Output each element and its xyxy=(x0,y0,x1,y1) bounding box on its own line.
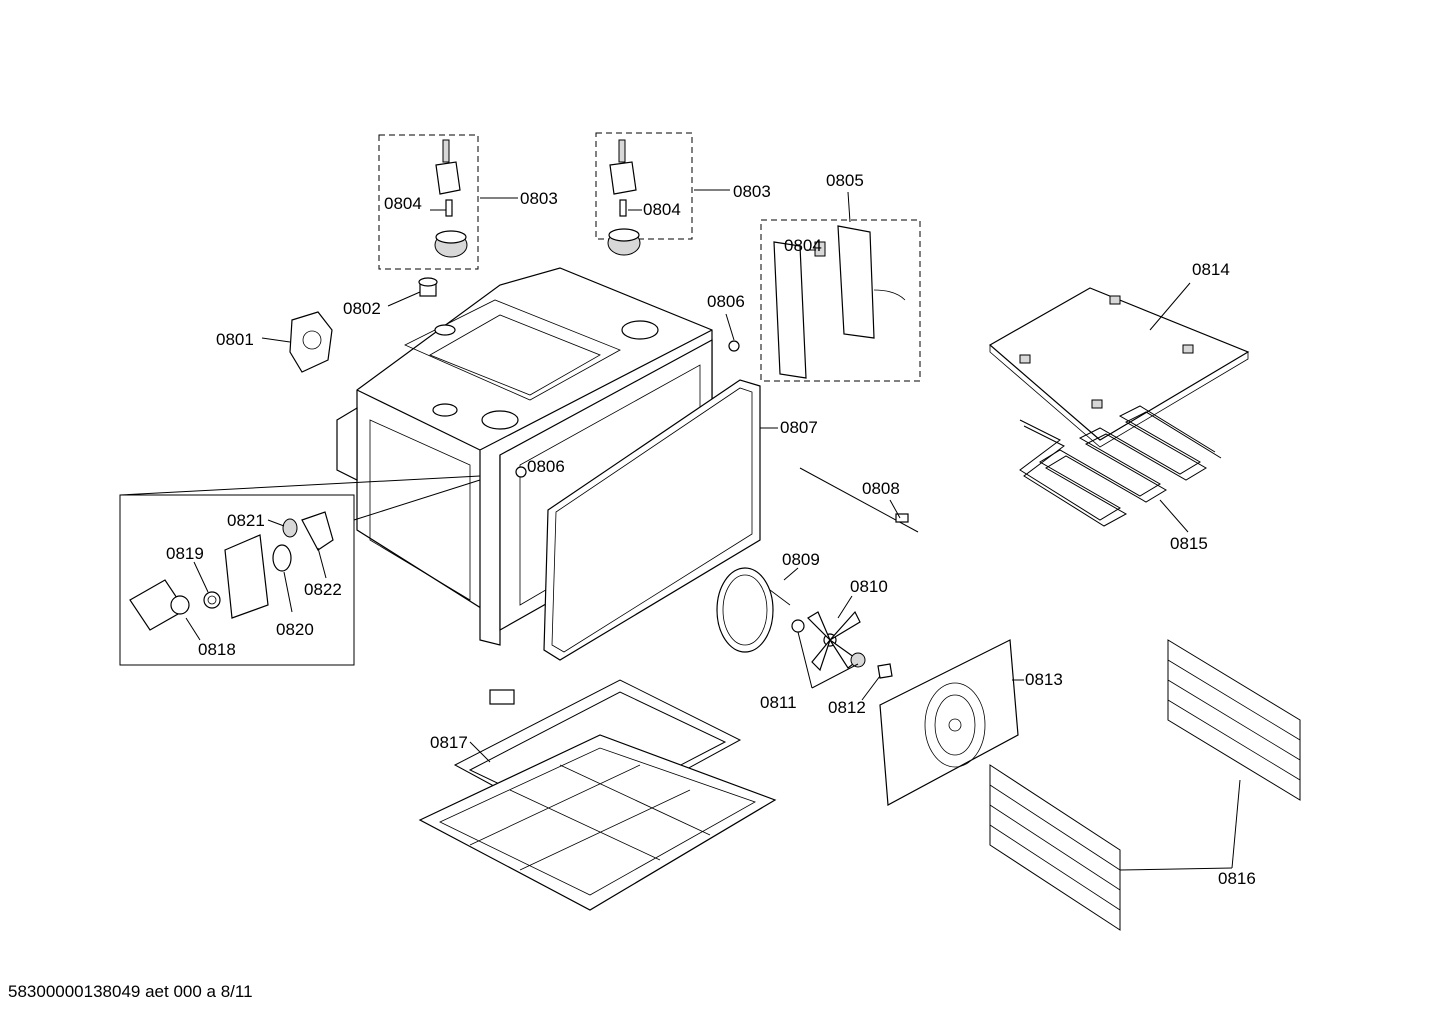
part-0810-shape xyxy=(791,610,893,679)
label-0821: 0821 xyxy=(227,511,265,530)
label-0809: 0809 xyxy=(782,550,820,569)
lamp-assembly-left xyxy=(378,134,479,270)
label-0802: 0802 xyxy=(343,299,381,318)
label-0806-front: 0806 xyxy=(527,457,565,476)
label-0807: 0807 xyxy=(780,418,818,437)
part-0807-shape xyxy=(543,379,761,661)
label-0803-right: 0803 xyxy=(733,182,771,201)
document-footer-id: 58300000138049 aet 000 a 8/11 xyxy=(8,982,253,1001)
part-0813-shape xyxy=(879,639,1019,806)
label-0803-left: 0803 xyxy=(520,189,558,208)
label-0814: 0814 xyxy=(1192,260,1230,279)
label-0804-right: 0804 xyxy=(643,200,681,219)
label-0820: 0820 xyxy=(276,620,314,639)
part-0816-shape xyxy=(989,639,1301,931)
label-0818: 0818 xyxy=(198,640,236,659)
label-0815: 0815 xyxy=(1170,534,1208,553)
label-0816: 0816 xyxy=(1218,869,1256,888)
label-0805: 0805 xyxy=(826,171,864,190)
part-0802-shape xyxy=(418,277,438,297)
label-0810: 0810 xyxy=(850,577,888,596)
lamp-assembly-right xyxy=(595,132,693,256)
part-0801-shape xyxy=(289,311,333,373)
label-0819: 0819 xyxy=(166,544,204,563)
part-0808-shape xyxy=(799,467,919,533)
leader-lines xyxy=(185,189,1241,871)
part-0815-shape xyxy=(1019,405,1222,527)
label-0812: 0812 xyxy=(828,698,866,717)
label-0804-side: 0804 xyxy=(784,236,822,255)
part-0814-shape xyxy=(988,287,1250,448)
lamp-assembly-side xyxy=(760,219,921,382)
part-0809-shape xyxy=(716,567,791,653)
label-0811: 0811 xyxy=(760,693,797,712)
label-0806-top: 0806 xyxy=(707,292,745,311)
part-0817-shape xyxy=(418,679,777,911)
label-0813: 0813 xyxy=(1025,670,1063,689)
label-0801: 0801 xyxy=(216,330,254,349)
label-0804-left: 0804 xyxy=(384,194,422,213)
label-0822: 0822 xyxy=(304,580,342,599)
detail-inset xyxy=(119,475,481,666)
label-0808: 0808 xyxy=(862,479,900,498)
label-0817: 0817 xyxy=(430,733,468,752)
